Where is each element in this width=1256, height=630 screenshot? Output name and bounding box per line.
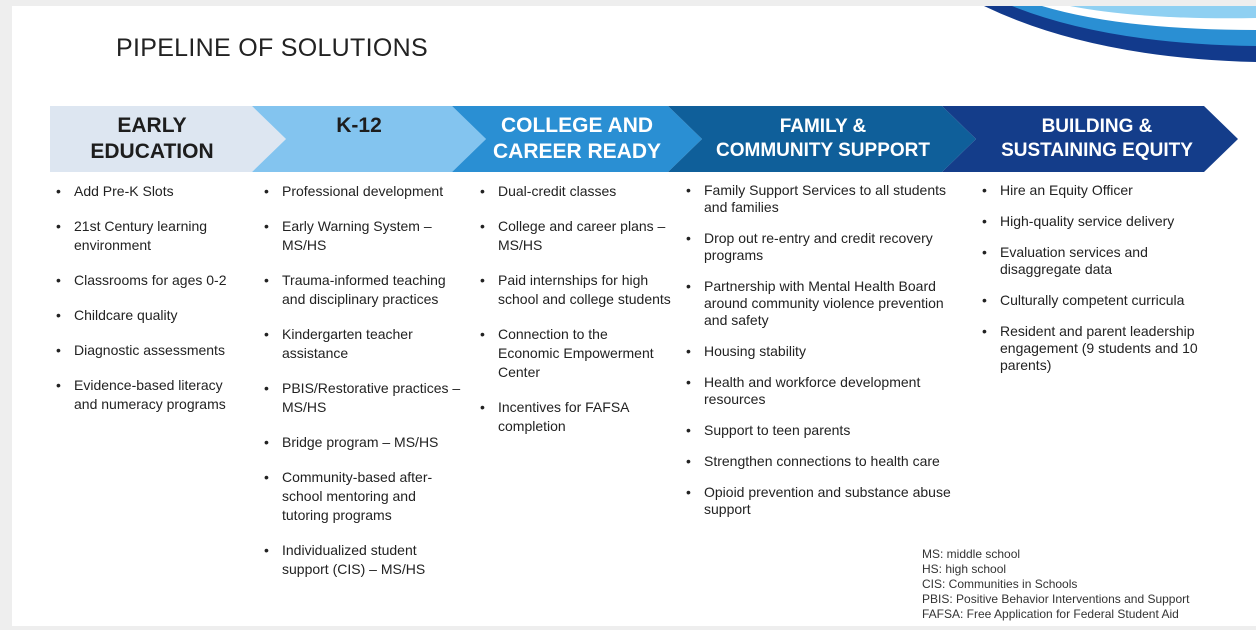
list-family-community: Family Support Services to all students … <box>682 182 958 532</box>
list-early-education: Add Pre-K Slots 21st Century learning en… <box>52 182 248 430</box>
stage-arrow-early-education <box>50 106 286 172</box>
stage-arrow-college-career <box>452 106 702 172</box>
list-item: Culturally competent curricula <box>978 292 1214 309</box>
stage-arrow-k12 <box>252 106 486 172</box>
list-item: Early Warning System – MS/HS <box>260 217 464 255</box>
list-item: College and career plans – MS/HS <box>476 217 672 255</box>
abbreviation-legend: MS: middle school HS: high school CIS: C… <box>922 547 1190 622</box>
list-item: Hire an Equity Officer <box>978 182 1214 199</box>
legend-item: MS: middle school <box>922 547 1021 561</box>
list-item: Childcare quality <box>52 306 248 325</box>
pipeline-banner <box>50 106 1238 172</box>
list-item: High-quality service delivery <box>978 213 1214 230</box>
legend-item: FAFSA: Free Application for Federal Stud… <box>922 607 1179 621</box>
stage-label-college-career: COLLEGE AND CAREER READY <box>492 113 662 163</box>
list-item: Professional development <box>260 182 464 201</box>
list-item: Classrooms for ages 0-2 <box>52 271 248 290</box>
slide: PIPELINE OF SOLUTIONS EARLY EDUCATION K-… <box>12 6 1256 626</box>
list-item: Paid internships for high school and col… <box>476 271 672 309</box>
list-item: Trauma-informed teaching and disciplinar… <box>260 271 464 309</box>
list-item: Individualized student support (CIS) – M… <box>260 541 464 579</box>
stage-label-early-education: EARLY EDUCATION <box>90 113 214 163</box>
list-college-career: Dual-credit classes College and career p… <box>476 182 672 452</box>
list-item: Health and workforce development resourc… <box>682 374 958 408</box>
list-item: Drop out re-entry and credit recovery pr… <box>682 230 958 264</box>
list-item: Bridge program – MS/HS <box>260 433 464 452</box>
stage-label-family-community: FAMILY & COMMUNITY SUPPORT <box>716 116 930 161</box>
stage-arrow-family-community <box>668 106 976 172</box>
list-item: Diagnostic assessments <box>52 341 248 360</box>
decorative-swoosh <box>984 6 1256 62</box>
list-item: Family Support Services to all students … <box>682 182 958 216</box>
legend-item: HS: high school <box>922 562 1007 576</box>
stage-label-k12: K-12 <box>336 113 382 137</box>
list-item: Connection to the Economic Empowerment C… <box>476 325 672 382</box>
stage-arrow-building-equity <box>942 106 1238 172</box>
list-item: Resident and parent leadership engagemen… <box>978 323 1214 374</box>
legend-item: PBIS: Positive Behavior Interventions an… <box>922 592 1190 606</box>
list-item: Housing stability <box>682 343 958 360</box>
page-title: PIPELINE OF SOLUTIONS <box>116 34 428 62</box>
stage-label-building-equity: BUILDING & SUSTAINING EQUITY <box>1001 116 1193 161</box>
list-k12: Professional development Early Warning S… <box>260 182 464 595</box>
list-item: Evidence-based literacy and numeracy pro… <box>52 376 248 414</box>
list-item: PBIS/Restorative practices – MS/HS <box>260 379 464 417</box>
list-item: Community-based after-school mentoring a… <box>260 468 464 525</box>
list-item: Add Pre-K Slots <box>52 182 248 201</box>
list-item: 21st Century learning environment <box>52 217 248 255</box>
list-building-equity: Hire an Equity Officer High-quality serv… <box>978 182 1214 388</box>
list-item: Partnership with Mental Health Board aro… <box>682 278 958 329</box>
list-item: Kindergarten teacher assistance <box>260 325 464 363</box>
list-item: Incentives for FAFSA completion <box>476 398 672 436</box>
list-item: Opioid prevention and substance abuse su… <box>682 484 958 518</box>
list-item: Support to teen parents <box>682 422 958 439</box>
list-item: Evaluation services and disaggregate dat… <box>978 244 1214 278</box>
list-item: Dual-credit classes <box>476 182 672 201</box>
legend-item: CIS: Communities in Schools <box>922 577 1078 591</box>
list-item: Strengthen connections to health care <box>682 453 958 470</box>
